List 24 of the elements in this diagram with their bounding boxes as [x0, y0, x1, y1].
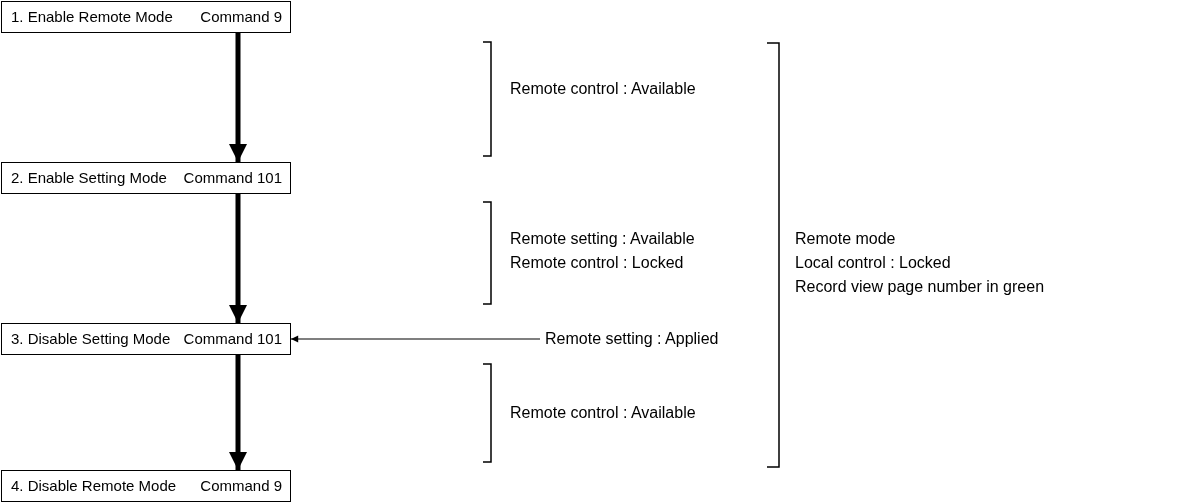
status-note: Remote control : Available	[510, 403, 696, 423]
step-box	[1, 1, 291, 33]
step-box	[1, 323, 291, 355]
step-title: 4. Disable Remote Mode	[11, 475, 177, 496]
command-number: Command 101	[183, 167, 282, 188]
status-note: Remote control : Available	[510, 79, 696, 99]
step-box	[1, 470, 291, 502]
step-title: 2. Enable Setting Mode	[11, 167, 167, 188]
step-title: 3. Disable Setting Mode	[11, 328, 171, 349]
arrow	[229, 355, 247, 470]
status-note: Local control : Locked	[795, 253, 951, 273]
status-note: Remote setting : Available	[510, 229, 695, 249]
arrow	[229, 33, 247, 162]
command-number: Command 9	[200, 6, 282, 27]
arrow	[229, 194, 247, 323]
command-number: Command 101	[183, 328, 282, 349]
status-note: Remote mode	[795, 229, 896, 249]
status-note: Remote control : Locked	[510, 253, 684, 273]
status-note: Record view page number in green	[795, 277, 1045, 297]
step-title: 1. Enable Remote Mode	[11, 6, 173, 27]
command-number: Command 9	[200, 475, 282, 496]
note-text: Remote setting : Applied	[540, 328, 755, 350]
step-box	[1, 162, 291, 194]
arrow	[290, 335, 541, 343]
